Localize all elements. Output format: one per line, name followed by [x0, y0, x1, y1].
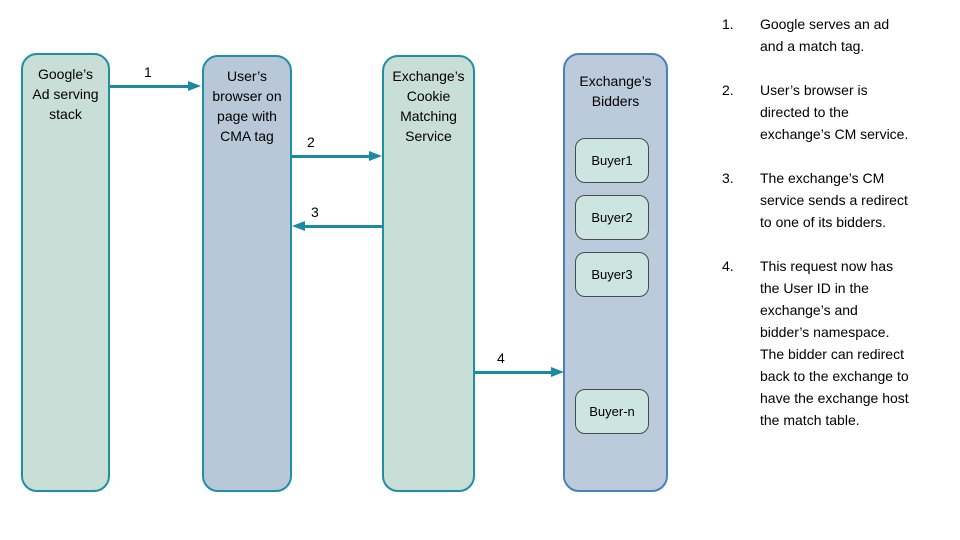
arrow-2-label: 2: [307, 134, 315, 150]
arrow-2-line: [292, 155, 370, 158]
step-4-number: 4.: [722, 258, 734, 274]
arrow-2-head-icon: [369, 151, 382, 161]
step-3-text: The exchange’s CM service sends a redire…: [760, 170, 908, 230]
arrow-3-label: 3: [311, 204, 319, 220]
node-exchange-bidders: Exchange’s Bidders Buyer1 Buyer2 Buyer3 …: [563, 53, 668, 492]
arrow-4-head-icon: [551, 367, 564, 377]
step-1-number: 1.: [722, 16, 734, 32]
step-item-1: 1. Google serves an ad and a match tag.: [722, 13, 937, 57]
node-cookie-matching-service-label: Exchange’s Cookie Matching Service: [392, 68, 465, 144]
buyer2-label: Buyer2: [591, 210, 633, 225]
step-2-number: 2.: [722, 82, 734, 98]
arrow-3-line: [305, 225, 382, 228]
arrow-1-line: [110, 85, 189, 88]
node-google-ad-stack: Google’s Ad serving stack: [21, 53, 110, 492]
buyer1-label: Buyer1: [591, 153, 633, 168]
buyer1-chip: Buyer1: [575, 138, 649, 183]
step-item-4: 4. This request now has the User ID in t…: [722, 255, 937, 431]
arrow-4-line: [475, 371, 552, 374]
step-item-2: 2. User’s browser is directed to the exc…: [722, 79, 937, 145]
buyer-n-label: Buyer-n: [589, 404, 635, 419]
node-google-ad-stack-label: Google’s Ad serving stack: [32, 66, 99, 122]
node-exchange-bidders-label: Exchange’s Bidders: [579, 73, 652, 109]
buyer-n-chip: Buyer-n: [575, 389, 649, 434]
step-3-number: 3.: [722, 170, 734, 186]
arrow-1-head-icon: [188, 81, 201, 91]
step-4-text: This request now has the User ID in the …: [760, 258, 909, 428]
step-item-3: 3. The exchange’s CM service sends a red…: [722, 167, 937, 233]
arrow-3-head-icon: [292, 221, 305, 231]
step-1-text: Google serves an ad and a match tag.: [760, 16, 890, 54]
buyer3-label: Buyer3: [591, 267, 633, 282]
node-user-browser: User’s browser on page with CMA tag: [202, 55, 292, 492]
step-2-text: User’s browser is directed to the exchan…: [760, 82, 909, 142]
arrow-4-label: 4: [497, 350, 505, 366]
buyer3-chip: Buyer3: [575, 252, 649, 297]
arrow-1-label: 1: [144, 64, 152, 80]
node-cookie-matching-service: Exchange’s Cookie Matching Service: [382, 55, 475, 492]
node-user-browser-label: User’s browser on page with CMA tag: [212, 68, 282, 144]
buyer2-chip: Buyer2: [575, 195, 649, 240]
steps-list: 1. Google serves an ad and a match tag. …: [722, 13, 937, 453]
